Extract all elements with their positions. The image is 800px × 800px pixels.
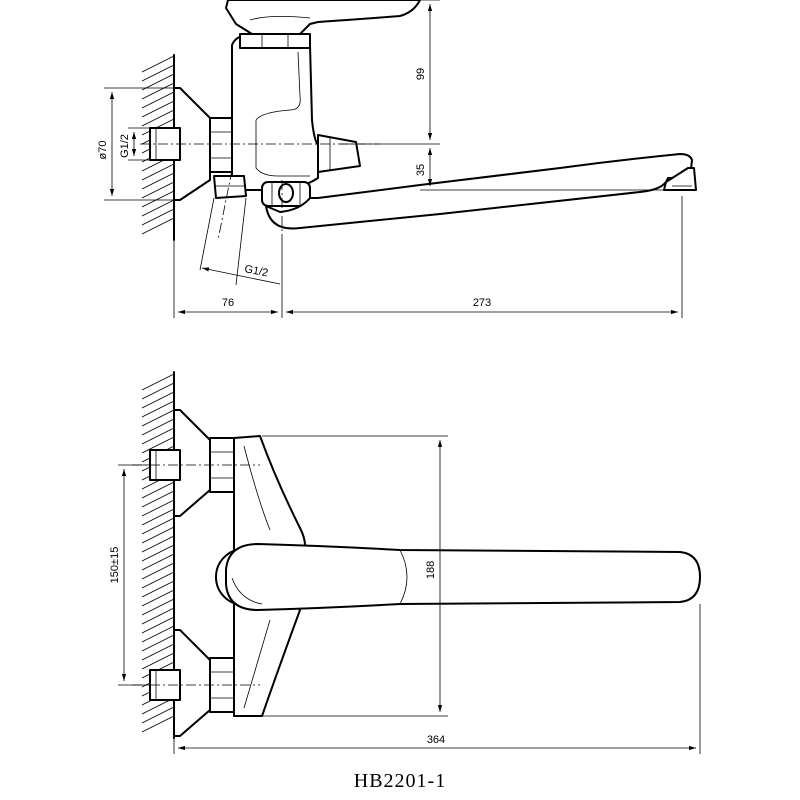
hatch-line [141,190,175,208]
hatch-line [141,436,175,454]
model-code: HB2201-1 [353,770,447,792]
hatch-line [141,82,175,100]
hatch-line [141,427,175,445]
hatch-line [141,706,175,724]
hatch-line [141,172,175,190]
dim-overall-length: 364 [427,734,445,746]
spout-side [265,153,693,230]
dim-flange-diameter: ø70 [97,141,109,160]
hatch-line [141,571,175,589]
hatch-line [141,616,175,634]
hatch-line [141,589,175,607]
hatch-line [141,55,175,73]
bottom-outlet-fitting [213,175,247,199]
hatch-line [141,181,175,199]
hatch-line [141,715,175,733]
dim-depth: 76 [222,297,234,309]
dim-height-upper: 99 [415,68,427,80]
hatch-line [141,499,175,517]
hatch-line [141,163,175,181]
hatch-line [141,217,175,235]
hatch-line [141,607,175,625]
hatch-line [141,580,175,598]
hatch-line [141,625,175,643]
hatch-line [141,199,175,217]
aerator [663,167,697,191]
hatch-line [141,100,175,118]
hatch-line [141,73,175,91]
hatch-line [141,490,175,508]
side-view: 99 35 ø70 G1/2 G1/2 76 273 [97,0,697,318]
hatch-line [141,391,175,409]
hatch-line [141,553,175,571]
mixer-body-side [231,34,319,191]
hatch-line [141,109,175,127]
hatch-line [141,517,175,535]
spout-swivel-ring [261,181,311,207]
lever-handle-side [225,0,421,35]
hex-nut-side [209,117,233,173]
lever-handle-front [225,543,701,611]
hatch-line [141,535,175,553]
hatch-line [141,598,175,616]
front-view: 150±15 188 364 [109,371,701,754]
dim-thread-bottom: G1/2 [243,263,269,279]
hatch-line [141,652,175,670]
hatch-line [141,526,175,544]
hatch-line [141,400,175,418]
hatch-line [141,64,175,82]
hatch-line [141,382,175,400]
diverter-knob [317,134,361,173]
hatch-line [141,643,175,661]
dim-inlet-spacing: 150±15 [109,547,121,584]
hatch-line [141,418,175,436]
hatch-line [141,562,175,580]
hatch-line [141,373,175,391]
hatch-line [141,409,175,427]
hatch-line [141,91,175,109]
hatch-line [141,481,175,499]
hatch-line [141,208,175,226]
dim-height-lower: 35 [415,164,427,176]
dim-thread-top: G1/2 [119,134,131,158]
hatch-line [141,544,175,562]
dim-spout-reach: 273 [473,297,491,309]
dim-body-height: 188 [425,561,437,579]
cartridge-collar [239,33,311,49]
hatch-line [141,634,175,652]
hatch-line [141,508,175,526]
